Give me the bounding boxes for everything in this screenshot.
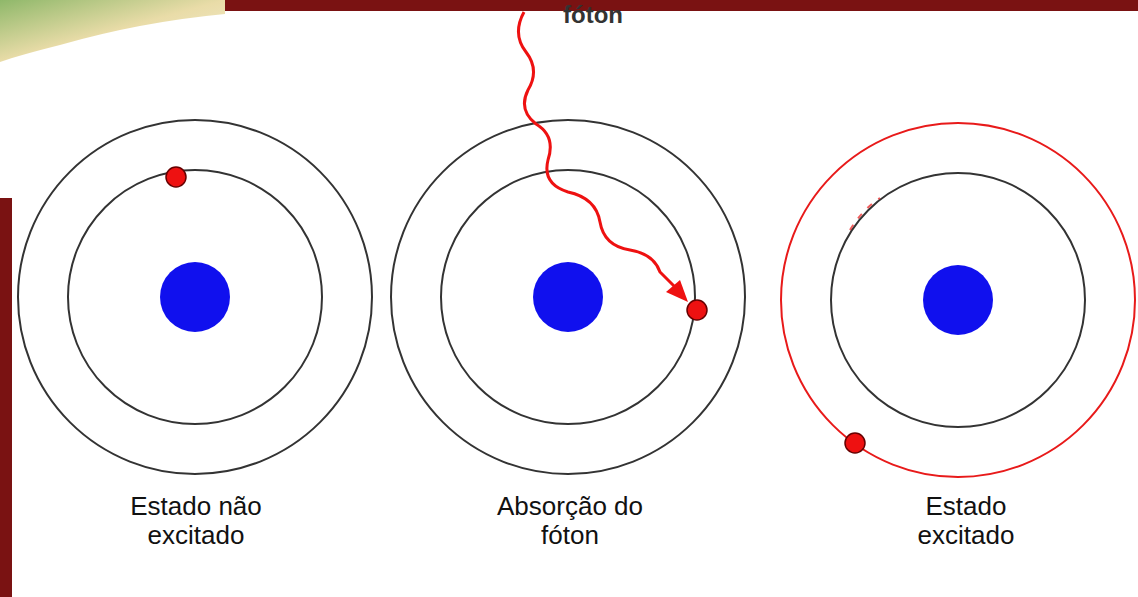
photon-wave bbox=[518, 12, 676, 288]
corner-ornament bbox=[0, 0, 225, 62]
photon-label: fóton bbox=[533, 2, 653, 29]
atom-excited bbox=[781, 123, 1135, 477]
state-label: Estado não excitado bbox=[96, 492, 296, 550]
state-label: Estado excitado bbox=[901, 492, 1031, 550]
side-bar bbox=[0, 198, 12, 597]
atom-ground bbox=[18, 120, 372, 474]
state-label: Absorção do fóton bbox=[495, 492, 645, 550]
photon-arrowhead bbox=[666, 280, 688, 302]
top-bar bbox=[225, 0, 1138, 11]
atom-absorption bbox=[391, 120, 745, 474]
